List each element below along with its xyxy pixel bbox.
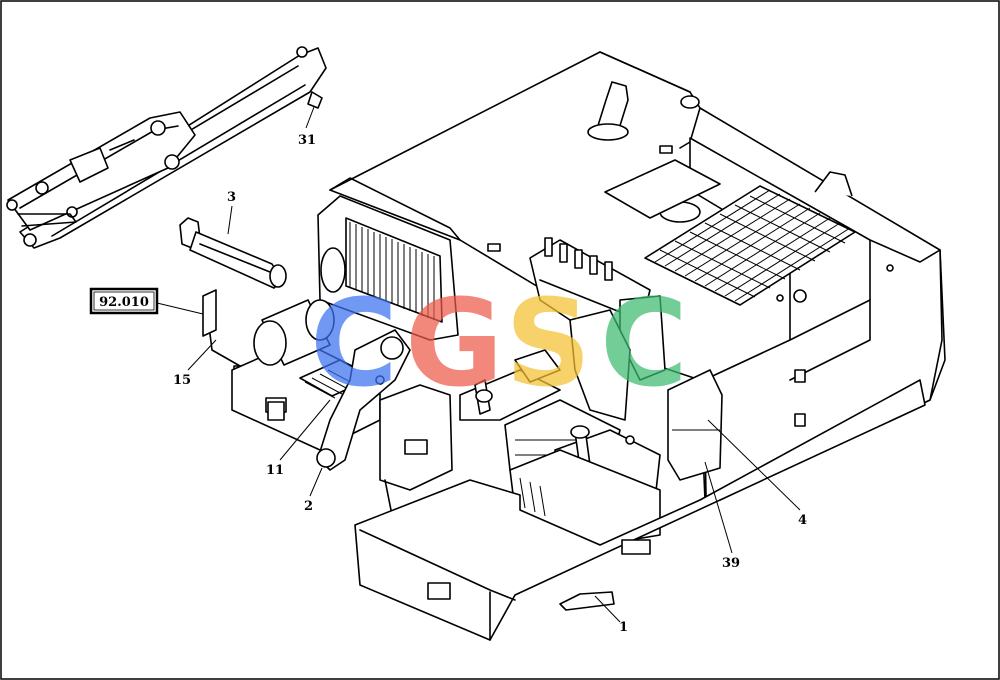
watermark-letter-4: C — [600, 275, 688, 414]
watermark-letter-3: S — [505, 275, 591, 414]
leader-3 — [227, 205, 233, 235]
reference-box[interactable]: 92.010 — [89, 287, 159, 315]
watermark: C G S C — [310, 275, 688, 414]
callout-3: 3 — [227, 190, 236, 205]
callout-15: 15 — [173, 373, 191, 388]
callout-4: 4 — [798, 513, 807, 528]
callout-2: 2 — [304, 499, 313, 514]
air-filter-part — [253, 299, 335, 366]
leader-4 — [707, 419, 801, 511]
callout-39: 39 — [722, 556, 740, 571]
leader-lines — [156, 106, 801, 623]
callout-31: 31 — [298, 133, 316, 148]
base-platform-part — [267, 379, 926, 641]
operator-console — [459, 349, 561, 421]
watermark-letter-1: C — [310, 275, 398, 414]
radiator-fins — [349, 222, 435, 320]
watermark-letter-2: G — [405, 275, 504, 414]
engine-grille — [654, 189, 851, 302]
leader-1 — [594, 595, 621, 623]
callout-1: 1 — [619, 620, 628, 635]
leader-11 — [279, 399, 331, 461]
leader-31 — [305, 106, 315, 129]
side-cover-part — [667, 369, 723, 481]
leader-15 — [187, 339, 217, 371]
valve-block — [529, 237, 666, 381]
leader-92010 — [156, 302, 204, 315]
boom-arm-part — [6, 46, 327, 249]
callout-11: 11 — [266, 463, 284, 478]
pin-part — [179, 217, 287, 289]
leader-2 — [309, 467, 323, 497]
leader-39 — [704, 461, 733, 554]
bracket-part — [316, 329, 411, 471]
machine-body — [329, 51, 946, 501]
reference-box-label[interactable]: 92.010 — [99, 295, 149, 310]
